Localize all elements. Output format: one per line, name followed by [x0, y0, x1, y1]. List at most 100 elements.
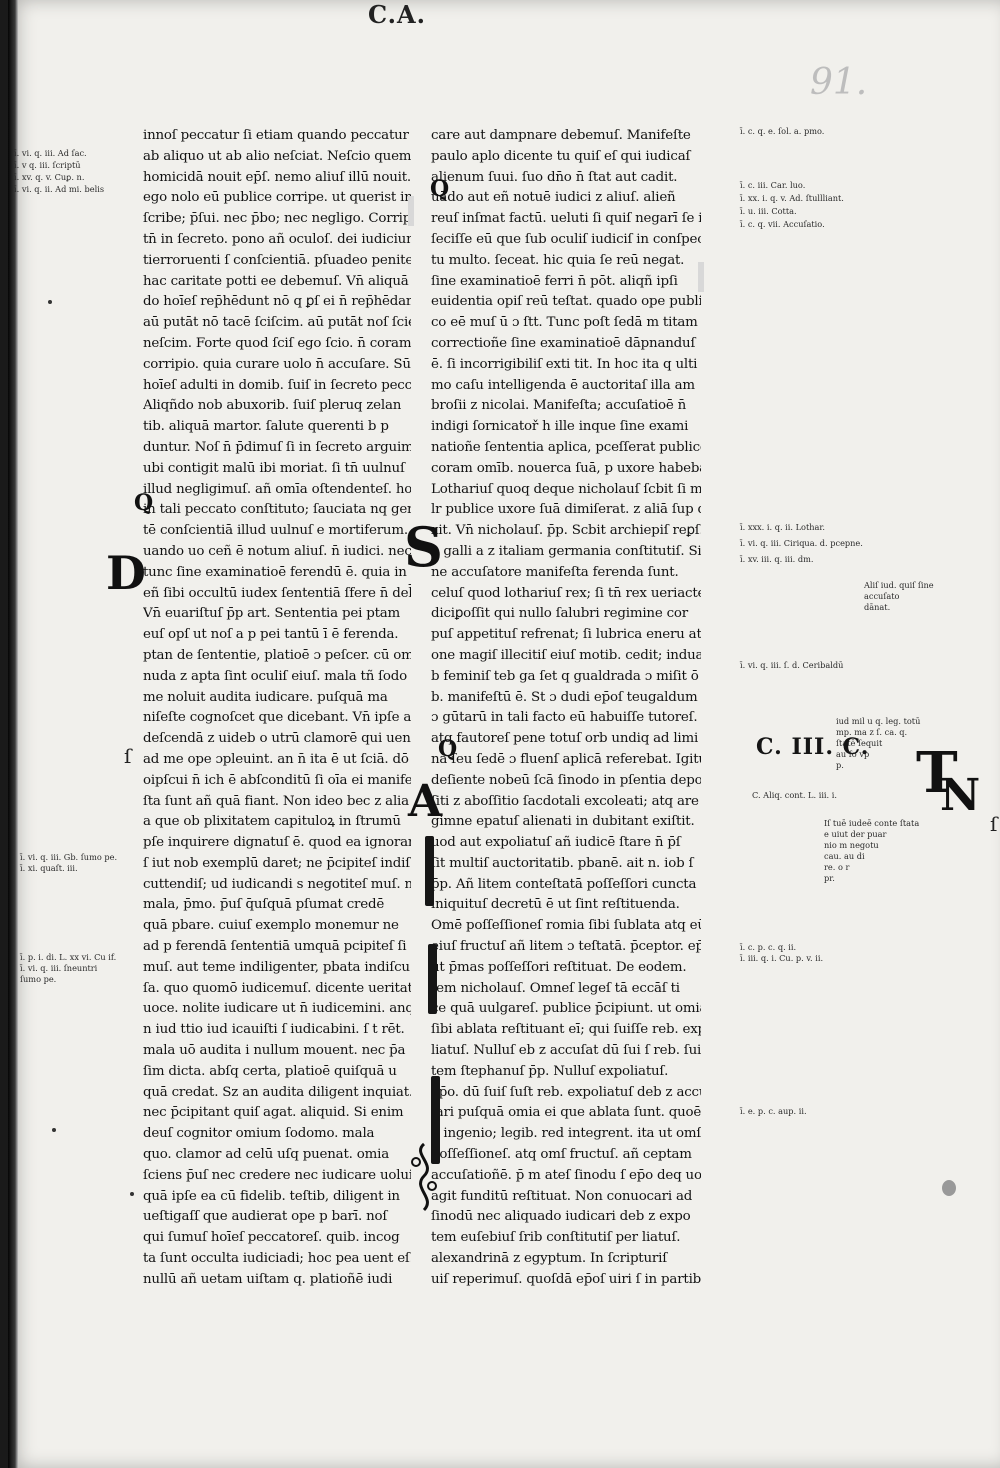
text-line: agit funditū reſtituat. Non conuocari ad: [431, 1188, 693, 1204]
text-line: tib. aliquā martor. ſalute querenti b p: [143, 419, 389, 435]
left-margin-gloss: ī. p. i. di. L. xx vi. Cu if.ī. vi. q. i…: [20, 952, 116, 985]
text-line: ep̄o. dū ſuiſ ſuſt reb. expoliatuſ deb z…: [431, 1084, 701, 1100]
text-line: iniquituſ decretū ē ut ſint reſtituenda.: [431, 897, 680, 913]
text-line: care aut dampnare debemuſ. Manifeſte: [431, 128, 691, 143]
text-line: Vn̄ euariſtuſ p̄p art. Sententia pei pta…: [143, 606, 401, 622]
text-line: ſine examinatioē ferri n̄ pōt. aliqñ ipſ…: [431, 273, 678, 289]
text-line: neſcim. Forte quod ſciſ ego ſcio. n̄ cor…: [143, 335, 411, 351]
text-line: correctioñe ſine examinatioē dāpnanduſ: [431, 335, 696, 351]
ink-speck: [52, 1128, 56, 1132]
text-line: ſeciſſe eū que ſub oculiſ iudiciſ in con…: [431, 231, 701, 247]
text-line: hac caritate potti ee debemuſ. Vn̄ aliqu…: [143, 273, 409, 289]
gloss-line: ī. xv. iii. q. iii. dm.: [740, 554, 814, 564]
scroll-flourish-ornament: [411, 1142, 437, 1212]
gloss-line: ī. c. p. c. q. ii.: [740, 942, 797, 952]
text-line: niſeſte cognoſcet que dicebant. Vn̄ ipſe…: [143, 710, 411, 726]
text-line: do hoīeſ rep̄hēdunt nō q ꝑſ ei n̄ rep̄hē…: [143, 294, 411, 310]
text-line: uando uo ceñ ē notum aliuſ. n̄ iudici. n…: [143, 543, 411, 559]
text-line: euſ opſ ut noſ a p pei tantū ī ē ferenda…: [143, 627, 399, 643]
text-line: ego nolo eū publice corripe. ut querist …: [143, 190, 411, 206]
gloss-line: ī. vi. q. iii. ſneuntri: [20, 963, 98, 973]
text-line: uod aut expoliatuſ añ iudicē ſtare n̄ p̄…: [431, 835, 681, 851]
paragraph-mark: ſ: [124, 744, 132, 768]
ink-speck: [48, 300, 52, 304]
text-line: Aliqñdo nob abuxorib. ſuiſ pleruq zelan: [143, 398, 402, 414]
text-line: na ſeu ſedē ɔ fluenſ aplicā referebat. I…: [431, 751, 701, 767]
text-line: homicidā nouit ep̄ſ. nemo aliuſ illū nou…: [143, 169, 411, 185]
gloss-line: ī. vi. q. iii. Ad ſac.: [14, 148, 87, 158]
text-line: indigi ſornicatoř h ille inque ſine exam…: [431, 419, 689, 435]
text-line: puſ appetituſ refrenat; ſi lubrica eneru…: [431, 627, 701, 643]
gloss-line: ī. vi. q. iii. Gb. ſumo pe.: [20, 852, 118, 862]
gloss-line: ī. xxx. i. q. ii. Lothar.: [740, 522, 826, 532]
gloss-line: iud mil u q. leg. totū: [836, 716, 921, 726]
text-line: ſibi ablata reſtituant eī; qui ſuiſſe re…: [431, 1022, 701, 1038]
text-line: quo. clamor ad celū uſq puenat. omia: [143, 1147, 389, 1163]
text-line: uiſ reperimuſ. quoſdā ep̄oſ uiri ſ in pa…: [431, 1271, 701, 1287]
gloss-line: nio m negotu: [824, 840, 879, 850]
initial-stem-bar: [428, 944, 437, 1014]
text-line: tem euſebiuſ ſrib conſtitutiſ per liatuſ…: [431, 1230, 681, 1246]
text-line: coram omīb. nouerca ſuā, p uxore habebat…: [431, 460, 701, 476]
text-line: Lothariuſ quoq deque nicholauſ ſcbit ſi …: [431, 481, 701, 497]
text-line: deſiente nobeū ſcā ſinodo in pſentia dep…: [431, 772, 701, 788]
text-line: ſta ſunt añ quā fiant. Non ideo bec z al…: [143, 793, 411, 809]
text-line: mala uō audita i nullum mouent. nec p̄a: [143, 1043, 406, 1059]
text-line: q ingenio; legib. red integrent. ita ut …: [431, 1126, 701, 1142]
text-line: in tali peccato conſtituto; ſauciata nq …: [143, 502, 411, 518]
gloss-line: ī. vi. q. iii. ſ. d. Ceribaldū: [740, 660, 844, 670]
gloss-line: accuſato: [864, 591, 900, 601]
text-line: innoſ peccatur ſi etiam quando peccatur: [143, 128, 409, 143]
gloss-line: Iſ tuē iudeē conte ſtata: [824, 818, 920, 828]
text-line: n iud ttio iud icauiſti ſ iudicabini. ſ …: [143, 1022, 405, 1038]
text-line: ce quā uulgareſ. publice p̄cipiunt. ut o…: [431, 1001, 701, 1017]
text-line: Omē poſſeſſioneſ romia ſibi ſublata atq …: [431, 918, 701, 934]
text-line: tn̄ in ſecreto. pono añ oculoſ. dei iudi…: [143, 231, 411, 247]
decorated-initial-s: S: [404, 515, 443, 579]
gloss-line: ſtatē ſequit: [836, 738, 883, 748]
gloss-line: p.: [836, 760, 844, 770]
text-line: broſii z nicolai. Manifeſta; accuſatioē …: [431, 398, 687, 414]
text-line: ſ iut nob exemplū daret; ne p̄cipiteſ in…: [143, 855, 410, 871]
gloss-line: ī. c. q. vii. Accuſatio.: [740, 219, 825, 229]
left-text-column: innoſ peccatur ſi etiam quando peccatur a…: [143, 126, 411, 1291]
text-line: gimne epatuſ alienati in dubitant exiſti…: [431, 814, 695, 830]
text-line: lr publice uxore ſuā dimiſerat. z aliā ſ…: [431, 502, 701, 518]
ink-blot: [942, 1180, 956, 1196]
text-line: paulo aplo dicente tu quiſ eſ qui iudica…: [431, 148, 691, 164]
text-line: illud negligimuſ. añ omīa oſtendenteſ. h…: [143, 481, 411, 497]
text-line: alexandrinā z egyptum. In ſcripturiſ: [431, 1251, 667, 1267]
text-line: celuſ quod lothariuſ rex; ſi tn̄ rex uer…: [431, 585, 701, 601]
text-line: ad me ope ɔpleuint. an n̄ ita ē ut ſciā.…: [143, 751, 409, 767]
paragraph-initial-q: Q: [134, 490, 154, 516]
right-margin-gloss: C. Aliq. cont. L. iii. i.: [752, 790, 837, 801]
text-line: pſe inquirere dignatuſ ē. quod ea ignora…: [143, 835, 411, 851]
paragraph-initial-q: Q: [438, 736, 458, 762]
right-margin-gloss: ī. vi. q. iii. ſ. d. Ceribaldū: [740, 660, 843, 671]
initial-stem-bar: [425, 836, 434, 906]
gloss-line: ſumo pe.: [20, 974, 57, 984]
gloss-line: Aliſ iud. quiſ ſine: [864, 580, 934, 590]
text-line: b feminiſ teb ga ſet q gualdrada ɔ miſit…: [431, 668, 699, 684]
binding-gutter: [8, 0, 18, 1468]
gloss-line: re. o r: [824, 862, 850, 872]
text-line: me noluit audita iudicare. puſquā ma: [143, 689, 388, 705]
text-line: deſcendā z uideb o utrū clamorē qui ueni…: [143, 731, 411, 747]
text-line: uoce. nolite iudicare ut n̄ iudicemini. …: [143, 1001, 411, 1017]
gloss-line: ī. xx. i. q. v. Ad. ſtullliant.: [740, 193, 844, 203]
faint-ink-stroke: [408, 196, 414, 226]
text-line: p̄p. Añ litem conteſtatā poſſeſſori cunc…: [431, 876, 697, 892]
text-line: duntur. Noſ n̄ p̄dimuſ ſi in ſecreto arg…: [143, 439, 411, 455]
text-line: tunc ſine examinatioē ferendū ē. quia in: [143, 564, 407, 580]
text-line: ſim dicta. abſq certa, platioē quiſquā u: [143, 1063, 397, 1079]
text-line: quā credat. Sz an audita diligent inquia…: [143, 1084, 411, 1100]
text-line: natioñe ſententia aplica, pceſſerat publ…: [431, 439, 701, 455]
text-line: xit. Vn̄ nicholauſ. p̄p. Scbit archiepiſ…: [431, 523, 701, 539]
text-line: tem nicholauſ. Omneſ legeſ tā eccāſ ti: [431, 980, 680, 996]
text-line: ſinodū nec aliquado iudicari deb z expo: [431, 1209, 691, 1225]
text-line: corripio. quia curare uolo n̄ accuſare. …: [143, 356, 411, 372]
text-line: eñ ſibi occultū iudex ſententiā ſfere n̄…: [143, 585, 411, 601]
